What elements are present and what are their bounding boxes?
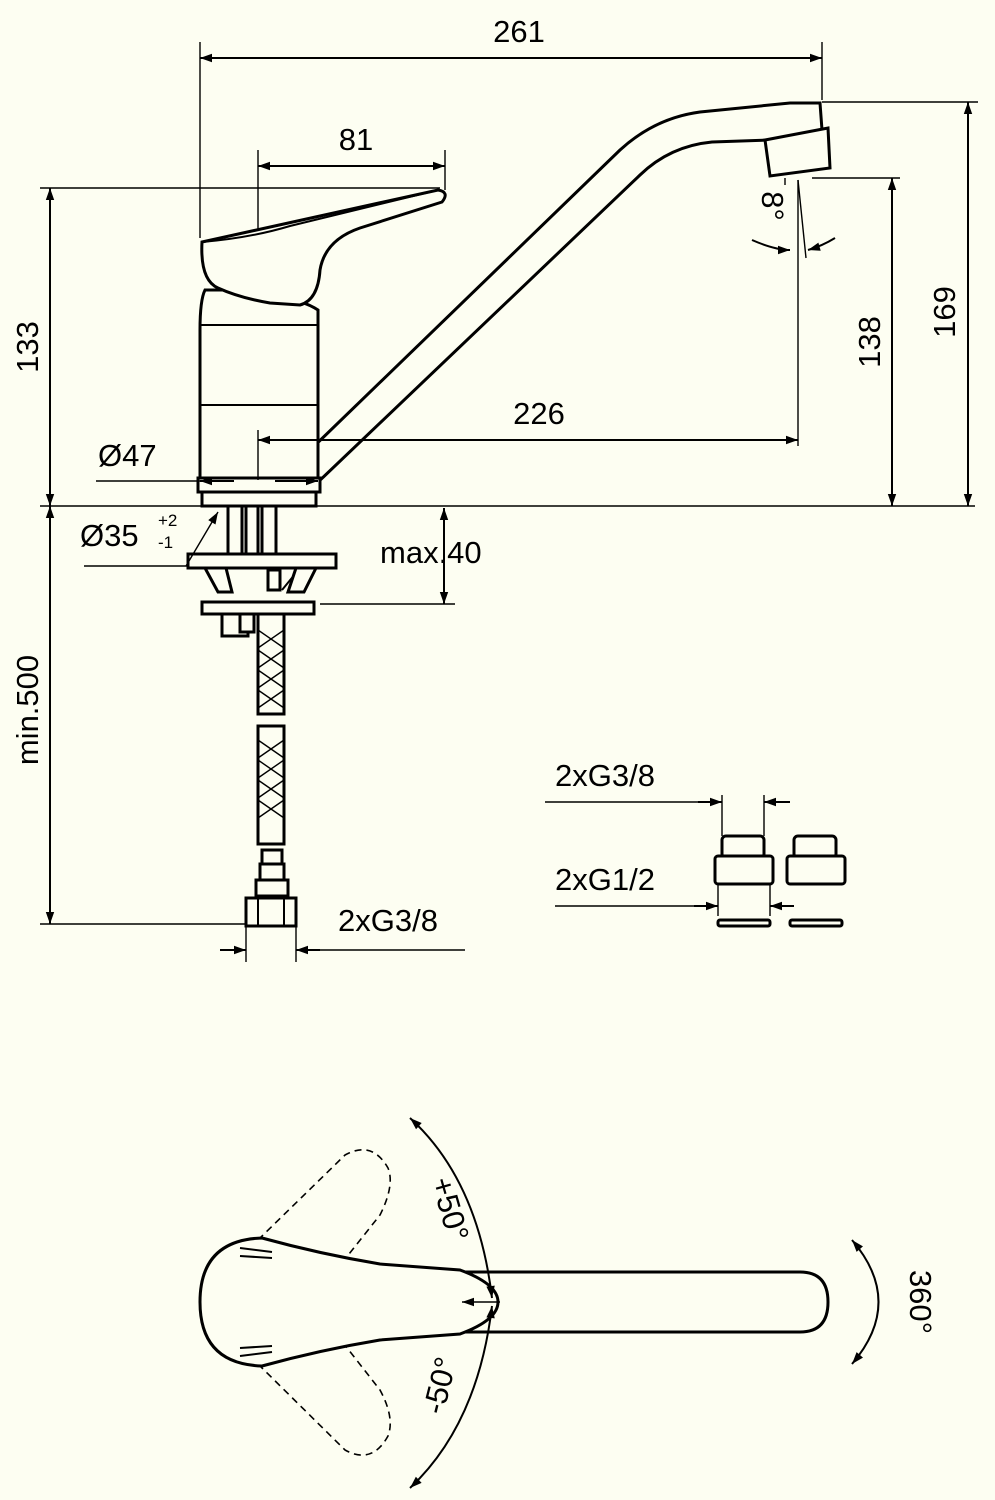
handle-position-minus (257, 1325, 391, 1456)
side-view (186, 101, 832, 928)
dim-width-total: 261 (493, 14, 545, 49)
rotation-spout: 360° (903, 1270, 938, 1334)
dim-hose-thread: 2xG3/8 (338, 903, 438, 938)
rotation-handle-plus: +50° (424, 1173, 476, 1245)
dim-hole-tol-plus: +2 (158, 511, 177, 530)
flexible-hose (254, 612, 290, 898)
dim-spout-height: 138 (852, 316, 887, 368)
labels: 261 81 226 Ø47 Ø35 +2 -1 max.40 2xG3/8 1… (10, 14, 962, 1417)
rotation-arc-minus (409, 1305, 495, 1489)
adapter-thread-large: 2xG1/2 (555, 862, 655, 897)
dim-handle-height: 133 (10, 321, 45, 373)
rotation-handle-minus: -50° (416, 1353, 464, 1417)
dim-hose-length: min.500 (10, 655, 45, 765)
hose-connector (244, 896, 298, 928)
lever-handle (200, 188, 447, 307)
dim-total-height: 169 (927, 286, 962, 338)
mounting-plate (186, 552, 338, 570)
handle-position-plus (257, 1148, 391, 1279)
adapters-detail (545, 795, 847, 928)
dim-spout-angle: 8° (755, 191, 790, 221)
top-view (198, 1117, 880, 1489)
aerator (763, 126, 832, 178)
faucet-body (198, 288, 320, 480)
dim-hole-tol-minus: -1 (158, 533, 173, 552)
dim-body-diameter: Ø47 (98, 438, 157, 473)
rotation-arc-plus (409, 1117, 495, 1299)
dim-spout-reach: 226 (513, 396, 565, 431)
dimension-lines (40, 42, 978, 962)
rotation-arc-360 (851, 1239, 880, 1365)
dim-handle-length: 81 (339, 122, 373, 157)
washer-left (716, 918, 772, 928)
washer-right (788, 918, 844, 928)
dim-max-thickness: max.40 (380, 535, 482, 570)
dim-hole-diameter: Ø35 (80, 518, 139, 553)
adapter-thread-small: 2xG3/8 (555, 758, 655, 793)
